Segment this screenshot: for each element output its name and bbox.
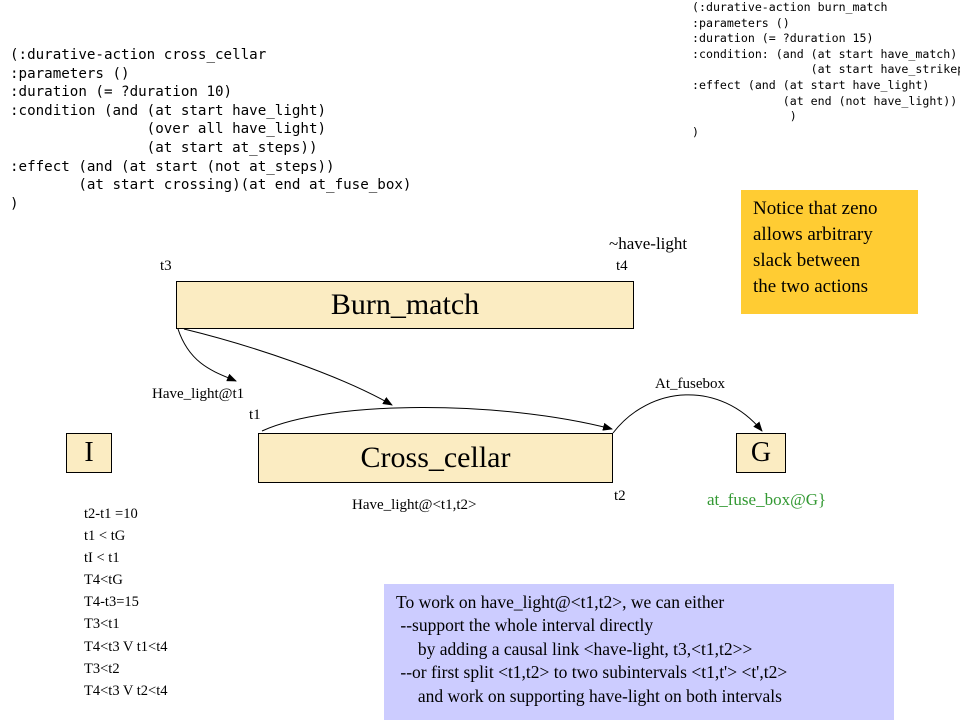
code-line: :effect (and (at start have_light) (692, 77, 930, 92)
link-burn-to-t1 (177, 328, 237, 382)
init-label: I (84, 437, 94, 468)
constraint-line: tI < t1 (84, 550, 120, 567)
constraint-line: T3<t2 (84, 660, 120, 677)
cross-cellar-action-code: (:durative-action cross_cellar :paramete… (10, 46, 411, 213)
code-line: (:durative-action burn_match (692, 0, 888, 14)
code-line: :duration (= ?duration 15) (692, 31, 874, 46)
code-line: ) (692, 109, 797, 124)
code-line: :parameters () (10, 65, 130, 82)
constraint-line: T4<t3 V t2<t4 (84, 682, 168, 699)
code-line: (:durative-action cross_cellar (10, 47, 267, 63)
notice-line: slack between (753, 250, 861, 271)
burn-match-action-code: (:durative-action burn_match :parameters… (692, 0, 960, 140)
code-line: :condition: (and (at start have_match) (692, 46, 958, 61)
notice-line: allows arbitrary (753, 224, 873, 245)
code-line: (over all have_light) (10, 121, 327, 138)
t1-label: t1 (249, 407, 261, 423)
goal-label: G (750, 437, 772, 468)
temporal-constraints: t2-t1 =10 t1 < tG tI < t1 T4<tG T4-t3=15… (84, 503, 168, 702)
code-line: :parameters () (692, 15, 790, 30)
not-have-light-label: ~have-light (609, 234, 688, 253)
cross-cellar-action: Cross_cellar (258, 433, 613, 483)
code-line: (at end (not have_light)) (692, 93, 958, 108)
have-light-t1-label: Have_light@t1 (152, 386, 245, 402)
code-line: :condition (and (at start have_light) (10, 102, 327, 119)
info-line: and work on supporting have-light on bot… (396, 685, 782, 706)
constraint-line: t1 < tG (84, 528, 126, 545)
at-fusebox-label: At_fusebox (655, 376, 725, 392)
cross-cellar-label: Cross_cellar (360, 441, 511, 474)
link-cross-to-goal (612, 394, 763, 434)
constraint-line: T4<t3 V t1<t4 (84, 638, 168, 655)
notice-line: Notice that zeno (753, 198, 878, 219)
burn-match-action: Burn_match (176, 281, 634, 329)
constraint-line: t2-t1 =10 (84, 506, 138, 522)
goal-step: G (736, 433, 786, 473)
info-line: --or first split <t1,t2> to two subinter… (396, 662, 788, 683)
code-line: (at start crossing)(at end at_fuse_box) (10, 177, 412, 194)
code-line: ) (10, 195, 19, 212)
info-line: To work on have_light@<t1,t2>, we can ei… (396, 592, 725, 612)
t4-label: t4 (616, 258, 628, 274)
link-t1-to-t2 (261, 407, 613, 432)
at-fuse-box-goal-label: at_fuse_box@G} (707, 490, 827, 509)
code-line: (at start at_steps)) (10, 139, 318, 156)
info-line: by adding a causal link <have-light, t3,… (396, 638, 753, 659)
notice-line: the two actions (753, 276, 869, 297)
burn-match-label: Burn_match (330, 288, 480, 321)
info-callout: To work on have_light@<t1,t2>, we can ei… (384, 584, 894, 720)
code-line: (at start have_strikepad)) (810, 62, 960, 77)
link-burn-to-cross (183, 328, 393, 406)
constraint-line: T4<tG (84, 572, 123, 589)
t3-label: t3 (160, 258, 172, 274)
init-step: I (66, 433, 112, 473)
code-line: :duration (= ?duration 10) (10, 84, 233, 101)
code-line: ) (692, 124, 699, 139)
have-light-interval-label: Have_light@<t1,t2> (352, 497, 477, 513)
info-line: --support the whole interval directly (396, 615, 654, 636)
code-line: :effect (and (at start (not at_steps)) (10, 158, 335, 175)
t2-label: t2 (614, 488, 626, 504)
constraint-line: T4-t3=15 (84, 594, 139, 611)
constraint-line: T3<t1 (84, 616, 120, 633)
notice-callout: Notice that zeno allows arbitrary slack … (741, 190, 918, 314)
